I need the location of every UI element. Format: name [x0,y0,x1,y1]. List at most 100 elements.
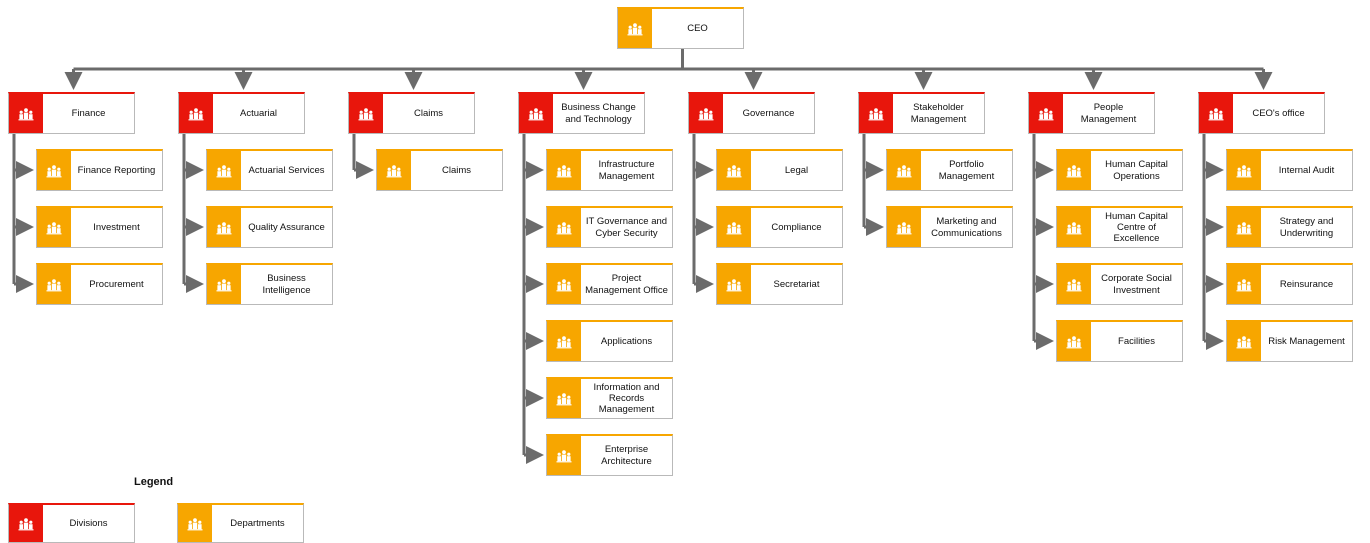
department-node-0-2: Procurement [36,263,163,305]
legend-departments-label: Departments [230,517,285,529]
division-node-3-label: Business Change and Technology [561,102,636,125]
people-group-icon [859,94,893,133]
department-node-2-0-label: Claims [441,164,472,176]
department-node-5-1-label: Marketing and Communications [931,216,1002,239]
department-node-6-2-label: Corporate Social Investment [1101,273,1172,296]
department-node-3-1: IT Governance and Cyber Security [546,206,673,248]
people-group-icon [1057,265,1091,304]
department-node-3-2: Project Management Office [546,263,673,305]
people-group-icon [1029,94,1063,133]
people-group-icon [37,151,71,190]
people-group-icon [547,208,581,247]
people-group-icon [179,94,213,133]
people-group-icon [207,265,241,304]
department-node-6-1: Human Capital Centre of Excellence [1056,206,1183,248]
department-node-4-1-label: Compliance [771,221,822,233]
people-group-icon [887,151,921,190]
people-group-icon [547,322,581,361]
division-node-4: Governance [688,92,815,134]
people-group-icon [207,151,241,190]
department-node-4-1: Compliance [716,206,843,248]
department-node-3-5-label: Enterprise Architecture [601,444,652,467]
department-node-7-0: Internal Audit [1226,149,1353,191]
department-node-5-0: Portfolio Management [886,149,1013,191]
people-group-icon [1227,151,1261,190]
department-node-7-1-label: Strategy and Underwriting [1279,216,1334,239]
department-node-6-1-label: Human Capital Centre of Excellence [1105,210,1168,245]
division-node-6-label: People Management [1080,102,1137,125]
department-node-1-2: Business Intelligence [206,263,333,305]
people-group-icon [377,151,411,190]
department-node-0-0: Finance Reporting [36,149,163,191]
people-group-icon [547,379,581,418]
people-group-icon [547,151,581,190]
department-node-6-3-label: Facilities [1118,335,1155,347]
department-node-3-0: Infrastructure Management [546,149,673,191]
ceo-node: CEO [617,7,744,49]
department-node-3-3-label: Applications [600,335,653,347]
department-node-7-3-label: Risk Management [1268,335,1345,347]
people-group-icon [178,505,212,542]
legend-title: Legend [134,476,174,488]
department-node-6-3: Facilities [1056,320,1183,362]
people-group-icon [207,208,241,247]
department-node-0-0-label: Finance Reporting [77,164,156,176]
people-group-icon [349,94,383,133]
people-group-icon [1057,151,1091,190]
department-node-3-4: Information and Records Management [546,377,673,419]
department-node-2-0: Claims [376,149,503,191]
department-node-4-0-label: Legal [784,164,809,176]
department-node-4-2-label: Secretariat [773,278,820,290]
department-node-7-3: Risk Management [1226,320,1353,362]
people-group-icon [1227,208,1261,247]
department-node-7-0-label: Internal Audit [1278,164,1335,176]
department-node-3-5: Enterprise Architecture [546,434,673,476]
division-node-2-label: Claims [413,107,444,119]
department-node-1-2-label: Business Intelligence [262,273,311,296]
people-group-icon [717,151,751,190]
department-node-0-1: Investment [36,206,163,248]
department-node-4-2: Secretariat [716,263,843,305]
division-node-5: Stakeholder Management [858,92,985,134]
department-node-6-0-label: Human Capital Operations [1105,159,1168,182]
department-node-6-0: Human Capital Operations [1056,149,1183,191]
people-group-icon [717,208,751,247]
division-node-4-label: Governance [742,107,795,119]
division-node-0: Finance [8,92,135,134]
division-node-0-label: Finance [71,107,106,119]
division-node-1-label: Actuarial [240,107,277,119]
department-node-7-2: Reinsurance [1226,263,1353,305]
people-group-icon [37,265,71,304]
department-node-0-1-label: Investment [93,221,140,233]
department-node-3-3: Applications [546,320,673,362]
department-node-0-2-label: Procurement [89,278,144,290]
department-node-1-1: Quality Assurance [206,206,333,248]
people-group-icon [689,94,723,133]
division-node-6: People Management [1028,92,1155,134]
department-node-1-0: Actuarial Services [206,149,333,191]
department-node-3-2-label: Project Management Office [585,273,668,296]
people-group-icon [887,208,921,247]
department-node-3-1-label: IT Governance and Cyber Security [585,216,668,239]
ceo-node-label: CEO [687,22,708,34]
people-group-icon [37,208,71,247]
division-node-3: Business Change and Technology [518,92,645,134]
department-node-3-4-label: Information and Records Management [593,381,660,416]
people-group-icon [547,265,581,304]
legend-divisions-label: Divisions [69,517,108,529]
division-node-1: Actuarial [178,92,305,134]
people-group-icon [1199,94,1233,133]
people-group-icon [547,436,581,475]
department-node-7-2-label: Reinsurance [1279,278,1334,290]
legend-departments: Departments [177,503,304,543]
people-group-icon [717,265,751,304]
people-group-icon [1227,322,1261,361]
department-node-5-0-label: Portfolio Management [938,159,995,182]
people-group-icon [1057,322,1091,361]
department-node-3-0-label: Infrastructure Management [598,159,655,182]
people-group-icon [618,9,652,48]
division-node-7-label: CEO's office [1252,107,1305,119]
legend-divisions: Divisions [8,503,135,543]
